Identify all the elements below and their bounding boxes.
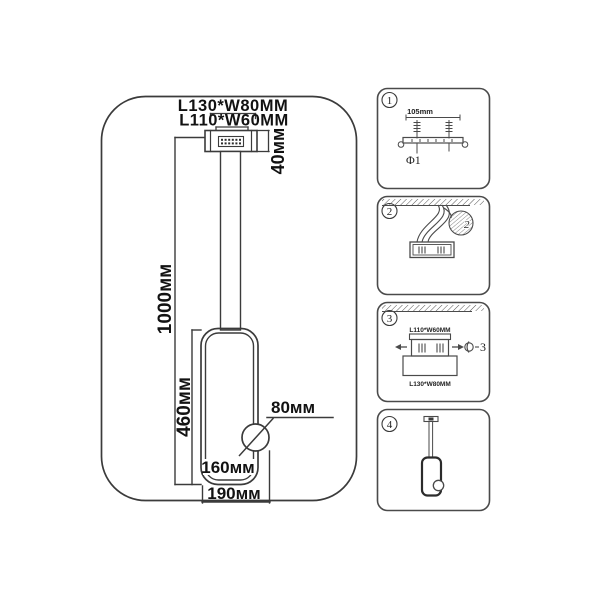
- instruction-step-1: 1: [376, 87, 491, 190]
- assembled-rod: [428, 421, 434, 458]
- ring-diagonal-line: [238, 417, 275, 457]
- assembled-lamp-drawing: [420, 415, 445, 497]
- canopy-size-label: L130*W80MM: [409, 381, 451, 388]
- frame-width-label-mask: [203, 459, 255, 475]
- canopy-height-dimension: [256, 129, 270, 153]
- wires-drawing: [416, 204, 452, 243]
- canopy-outer-width-bracket: [209, 112, 257, 120]
- canopy-inner-dimension-label: L110*W60MM: [179, 112, 289, 130]
- canopy-outer-dimension-label: L130*W80MM: [178, 97, 288, 115]
- ring-diameter-label: 80мм: [271, 398, 315, 417]
- assembled-ring: [432, 479, 445, 492]
- pendant-lamp-dimension-drawing: L130*W80MM L110*W60MM 40мм 1000мм 460мм …: [100, 95, 358, 504]
- bracket-width-label: 105mm: [407, 107, 433, 116]
- wire-detail-bubble: 2: [448, 210, 474, 236]
- frame-height-label: 460мм: [174, 377, 195, 437]
- step-4-border: [376, 408, 491, 512]
- total-height-label: 1000мм: [155, 264, 176, 334]
- plate-size-label: L110*W60MM: [409, 327, 450, 334]
- bracket-holes: [411, 139, 453, 142]
- frame-inner-width-label: 160мм: [201, 458, 255, 477]
- frame-height-dimension: [191, 329, 202, 486]
- part-2-label: 2: [464, 219, 470, 231]
- instruction-step-2: 2 2: [376, 195, 491, 296]
- light-frame-loop: [200, 327, 259, 486]
- ceiling-hatch: [382, 305, 484, 312]
- step-3-border: [376, 301, 491, 403]
- step-2-border: [376, 195, 491, 296]
- assembled-canopy-detail: [428, 417, 434, 421]
- screw-icon: [464, 341, 479, 353]
- mounting-screw-right: [445, 120, 453, 139]
- step-1-number: 1: [387, 95, 393, 107]
- suspension-rod: [219, 150, 242, 331]
- canopy-screw-dots: [221, 138, 241, 145]
- ceiling-hatch: [382, 199, 484, 206]
- instruction-step-4: 4: [376, 408, 491, 512]
- instruction-step-3: 3 L110*W60MM L130*W80MM: [376, 301, 491, 403]
- step-1-number-badge: [381, 91, 398, 109]
- step-2-number: 2: [387, 206, 393, 218]
- total-width-dimension: [201, 450, 271, 504]
- step-3-number: 3: [387, 313, 393, 325]
- mounting-screw-left: [413, 120, 421, 139]
- part-3-label: 3: [480, 340, 486, 354]
- part-1-label: Φ1: [406, 153, 421, 167]
- terminal-block: [409, 241, 455, 259]
- step-1-border: [376, 87, 491, 190]
- canopy-height-label: 40мм: [268, 128, 288, 175]
- ceiling-canopy-drawing: [204, 129, 258, 153]
- slide-arrow-right: [452, 344, 464, 350]
- assembled-frame-loop: [420, 456, 443, 497]
- canopy-assembly-drawing: [402, 333, 458, 377]
- mounting-bracket-drawing: [397, 114, 469, 154]
- slide-arrow-left: [395, 344, 407, 350]
- step-4-number: 4: [387, 419, 393, 431]
- total-height-dimension: [174, 136, 206, 486]
- total-width-label: 190мм: [207, 484, 261, 503]
- canopy-screw-plate: [217, 135, 245, 148]
- step-4-number-badge: [381, 415, 398, 433]
